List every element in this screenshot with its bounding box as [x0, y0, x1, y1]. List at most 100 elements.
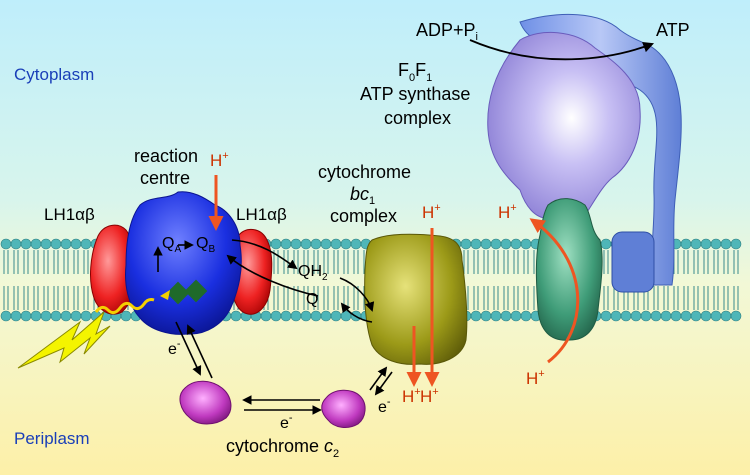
lipid-head [80, 310, 92, 322]
proton-label-rc: H+ [210, 150, 229, 170]
lipid-head [470, 238, 482, 250]
lipid-head [600, 238, 612, 250]
proton-label-atp-bottom: H+ [526, 368, 545, 388]
cyt-bc1-label-2: bc1 [350, 184, 375, 207]
lipid-head [10, 310, 22, 322]
qh2-to-bc1-arrow [339, 277, 375, 312]
lipid-head [310, 238, 322, 250]
lipid-head [0, 238, 12, 250]
lipid-head [330, 310, 342, 322]
lipid-head [0, 310, 12, 322]
q-label: Q [306, 291, 318, 308]
lipid-head [30, 238, 42, 250]
e-arrow-up [186, 324, 213, 379]
cyt-bc1-label-1: cytochrome [318, 162, 411, 182]
lipid-head [520, 310, 532, 322]
lipid-head [510, 238, 522, 250]
lipid-head [30, 310, 42, 322]
reaction-centre-label-1: reaction [134, 146, 198, 166]
qa-label: QA [162, 235, 181, 255]
lipid-head [20, 310, 32, 322]
lipid-head [330, 238, 342, 250]
lipid-head [660, 310, 672, 322]
lipid-head [350, 238, 362, 250]
proton-atp-synthase-arrow [529, 218, 580, 364]
lipid-head [640, 310, 652, 322]
f0-c-ring [611, 231, 655, 293]
reaction-centre-label-2: centre [140, 168, 190, 188]
lh1-right-label: LH1αβ [236, 205, 287, 224]
adp-to-atp-arrow [469, 39, 655, 61]
atp-synthase-label-3: complex [384, 108, 451, 128]
lipid-head [720, 238, 732, 250]
proton-label-bc1-2: H+ [420, 386, 439, 406]
electron-label-rc: e- [168, 338, 181, 358]
cyt-c2-label: cytochrome c2 [226, 436, 339, 460]
lipid-head [270, 238, 282, 250]
light-lightning-icon [17, 311, 111, 369]
lipid-head [280, 238, 292, 250]
lipid-head [300, 310, 312, 322]
lipid-head [710, 310, 722, 322]
lipid-head [340, 238, 352, 250]
lipid-head [300, 238, 312, 250]
lipid-head [600, 310, 612, 322]
lh1-left-label: LH1αβ [44, 205, 95, 224]
lipid-head [690, 310, 702, 322]
lipid-head [680, 310, 692, 322]
lipid-head [40, 238, 52, 250]
lipid-head [270, 310, 282, 322]
lipid-head [70, 238, 82, 250]
lipid-head [610, 310, 622, 322]
atp-label: ATP [656, 20, 690, 40]
lipid-head [10, 238, 22, 250]
lipid-head [710, 238, 722, 250]
lipid-head [490, 310, 502, 322]
lipid-head [280, 310, 292, 322]
cyt-bc1-complex [364, 233, 468, 365]
bc1-c2-arrow-down [374, 371, 393, 396]
lipid-head [700, 310, 712, 322]
lipid-head [320, 310, 332, 322]
energy-wave-icon [94, 298, 155, 315]
lipid-head [650, 310, 662, 322]
lipid-head [60, 310, 72, 322]
lipid-head [40, 310, 52, 322]
lipid-head [480, 238, 492, 250]
cyt-c2-left [179, 380, 232, 425]
lipid-head [500, 238, 512, 250]
lipid-head [690, 238, 702, 250]
lipid-head [470, 310, 482, 322]
proton-label-bc1-top: H+ [422, 202, 441, 222]
lipid-head [490, 238, 502, 250]
qb-to-qh2-arrow [231, 239, 298, 270]
bc1-c2-arrow-up [369, 366, 388, 391]
energy-wave-arrowhead [160, 290, 170, 300]
lipid-head [260, 310, 272, 322]
proton-label-atp-top: H+ [498, 202, 517, 222]
lipid-head [500, 310, 512, 322]
lipid-head [730, 310, 742, 322]
lipid-head [620, 310, 632, 322]
lipid-head [80, 238, 92, 250]
q-to-qb-arrow [226, 254, 319, 297]
periplasm-label: Periplasm [14, 429, 90, 448]
lipid-head [680, 238, 692, 250]
lipid-head [70, 310, 82, 322]
electron-label-bc1: e- [378, 396, 391, 416]
lipid-head [290, 238, 302, 250]
lipid-head [50, 310, 62, 322]
lipid-head [230, 310, 242, 322]
lipid-head [20, 238, 32, 250]
lipid-head [480, 310, 492, 322]
lipid-head [290, 310, 302, 322]
lipid-head [630, 310, 642, 322]
reaction-centre [125, 191, 242, 335]
cyt-bc1-label-3: complex [330, 206, 397, 226]
lipid-head [460, 238, 472, 250]
lipid-head [730, 238, 742, 250]
lipid-head [670, 310, 682, 322]
lipid-head [700, 238, 712, 250]
